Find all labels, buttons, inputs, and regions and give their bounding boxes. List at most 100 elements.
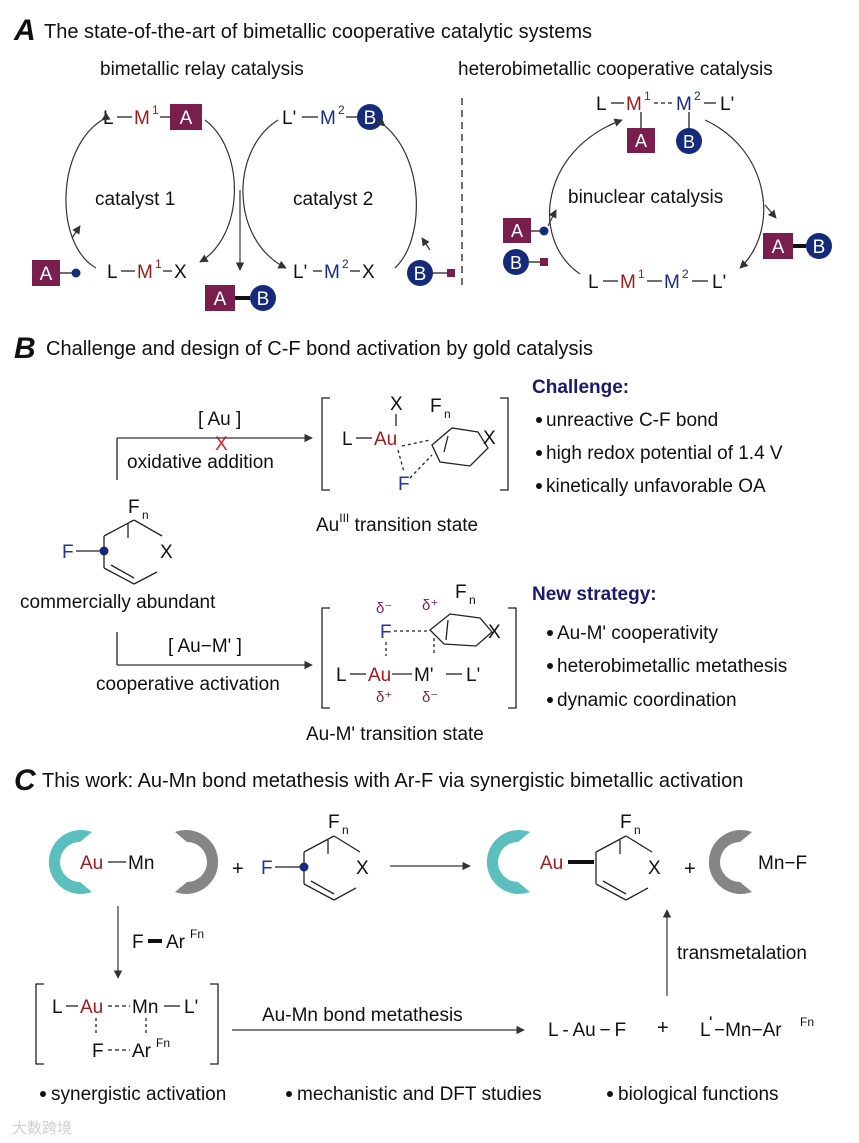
au-aryl-product: Au F n X [486,812,661,901]
svg-text:F: F [132,932,144,953]
svg-text:L: L [52,997,63,1018]
svg-text:1: 1 [644,89,651,103]
section-c-title: This work: Au-Mn bond metathesis with Ar… [42,770,743,792]
svg-text:n: n [342,823,349,837]
au-iii-ts-label: AuIII transition state [316,511,478,536]
svg-text:1: 1 [152,103,159,117]
svg-text:M': M' [414,665,433,686]
svg-text:M: M [137,262,153,283]
box-a [170,104,202,130]
au-m-ts: δ⁻ δ⁺ F n F X L Au M' L' δ⁺ δ⁻ Au-M' tra… [306,582,517,745]
svg-text:cooperative activation: cooperative activation [96,674,280,695]
svg-text:X: X [362,262,375,283]
au-iii-ts: X L Au F F n X AuIII transition state [316,394,509,536]
svg-text:Au: Au [80,997,103,1018]
mn-f-product: Mn−F [708,830,807,894]
svg-text:1: 1 [155,257,162,271]
svg-text:A: A [214,289,227,310]
svg-text:L: L [107,262,118,283]
svg-text:X: X [215,434,228,455]
svg-text:F: F [455,582,467,603]
svg-text:mechanistic and DFT studies: mechanistic and DFT studies [297,1084,542,1105]
relay-cycle-2: L' M 2 B catalyst 2 L' M 2 X B [242,103,455,286]
svg-text:2: 2 [682,267,689,281]
c-aryl-fluoride: F n X F [261,812,369,901]
svg-text:': ' [709,1013,712,1029]
l-au-f: L - Au − F [548,1020,626,1041]
svg-text:L: L [596,94,607,115]
svg-text:L: L [700,1020,711,1041]
challenge-list: Challenge: unreactive C-F bond high redo… [532,377,783,497]
svg-text:L: L [342,429,353,450]
svg-text:L': L' [712,272,726,293]
transmetalation-label-text: transmetalation [677,943,807,964]
svg-text:B: B [414,264,427,285]
svg-text:A: A [772,237,785,258]
svg-text:B: B [813,237,826,258]
svg-text:B: B [683,132,695,152]
svg-text:X: X [160,542,173,563]
section-a-title: The state-of-the-art of bimetallic coope… [44,21,592,43]
svg-text:L': L' [466,665,480,686]
challenge-heading: Challenge: [532,377,629,398]
svg-text:X: X [390,394,403,415]
svg-text:dynamic coordination: dynamic coordination [557,690,737,711]
svg-text:n: n [142,508,149,522]
svg-text:F: F [261,858,273,879]
section-c-letter: C [14,764,37,797]
svg-text:Mn: Mn [128,853,154,874]
svg-text:heterobimetallic metathesis: heterobimetallic metathesis [557,656,787,677]
metathesis-label: Au-Mn bond metathesis [262,1005,463,1026]
section-b-letter: B [14,332,36,365]
svg-text:+: + [232,858,244,880]
svg-text:Au: Au [374,429,397,450]
svg-text:A: A [511,221,523,241]
svg-text:M: M [626,94,642,115]
svg-text:Au: Au [80,853,103,874]
svg-text:X: X [483,428,496,449]
svg-text:F: F [380,622,392,643]
svg-text:A: A [180,108,193,129]
svg-text:L': L' [184,997,198,1018]
svg-text:n: n [469,593,476,607]
svg-text:X: X [174,262,187,283]
svg-text:Ar: Ar [132,1041,152,1062]
svg-text:B: B [257,289,270,310]
svg-text:F: F [62,542,74,563]
svg-text:Au-M' cooperativity: Au-M' cooperativity [557,623,718,644]
svg-text:δ⁻: δ⁻ [376,600,392,617]
catalyst-1-label: catalyst 1 [95,189,175,210]
circle-b [357,104,383,130]
svg-text:X: X [648,858,661,879]
svg-text:[ Au ]: [ Au ] [198,409,241,430]
svg-text:2: 2 [338,103,345,117]
svg-text:δ⁺: δ⁺ [376,689,392,706]
strategy-heading: New strategy: [532,584,657,605]
catalyst-2-label: catalyst 2 [293,189,373,210]
svg-text:unreactive C-F bond: unreactive C-F bond [546,410,718,431]
svg-text:L: L [588,272,599,293]
coop-pathway: [ Au−M' ] cooperative activation [96,632,313,695]
svg-text:biological functions: biological functions [618,1084,779,1105]
svg-text:X: X [488,622,501,643]
svg-text:F: F [430,396,442,417]
svg-text:M: M [134,108,150,129]
svg-text:M: M [676,94,692,115]
svg-text:A: A [635,131,647,151]
commercial-label: commercially abundant [20,592,216,613]
svg-text:Ar: Ar [166,932,186,953]
svg-text:kinetically unfavorable OA: kinetically unfavorable OA [546,476,766,497]
oa-pathway: [ Au ] X oxidative addition [116,409,313,480]
svg-text:L': L' [282,108,296,129]
strategy-list: New strategy: Au-M' cooperativity hetero… [532,584,787,711]
svg-text:Fn: Fn [800,1015,814,1029]
down-step: F Ar Fn [113,906,204,979]
section-b-title: Challenge and design of C-F bond activat… [46,338,593,360]
svg-text:L: L [103,108,114,129]
hetero-title: heterobimetallic cooperative catalysis [458,59,773,80]
watermark: 大数跨境 [12,1119,72,1137]
svg-text:F: F [620,812,632,833]
metathesis-ts: L Au Mn L' F Ar Fn [35,983,219,1065]
svg-text:n: n [444,407,451,421]
